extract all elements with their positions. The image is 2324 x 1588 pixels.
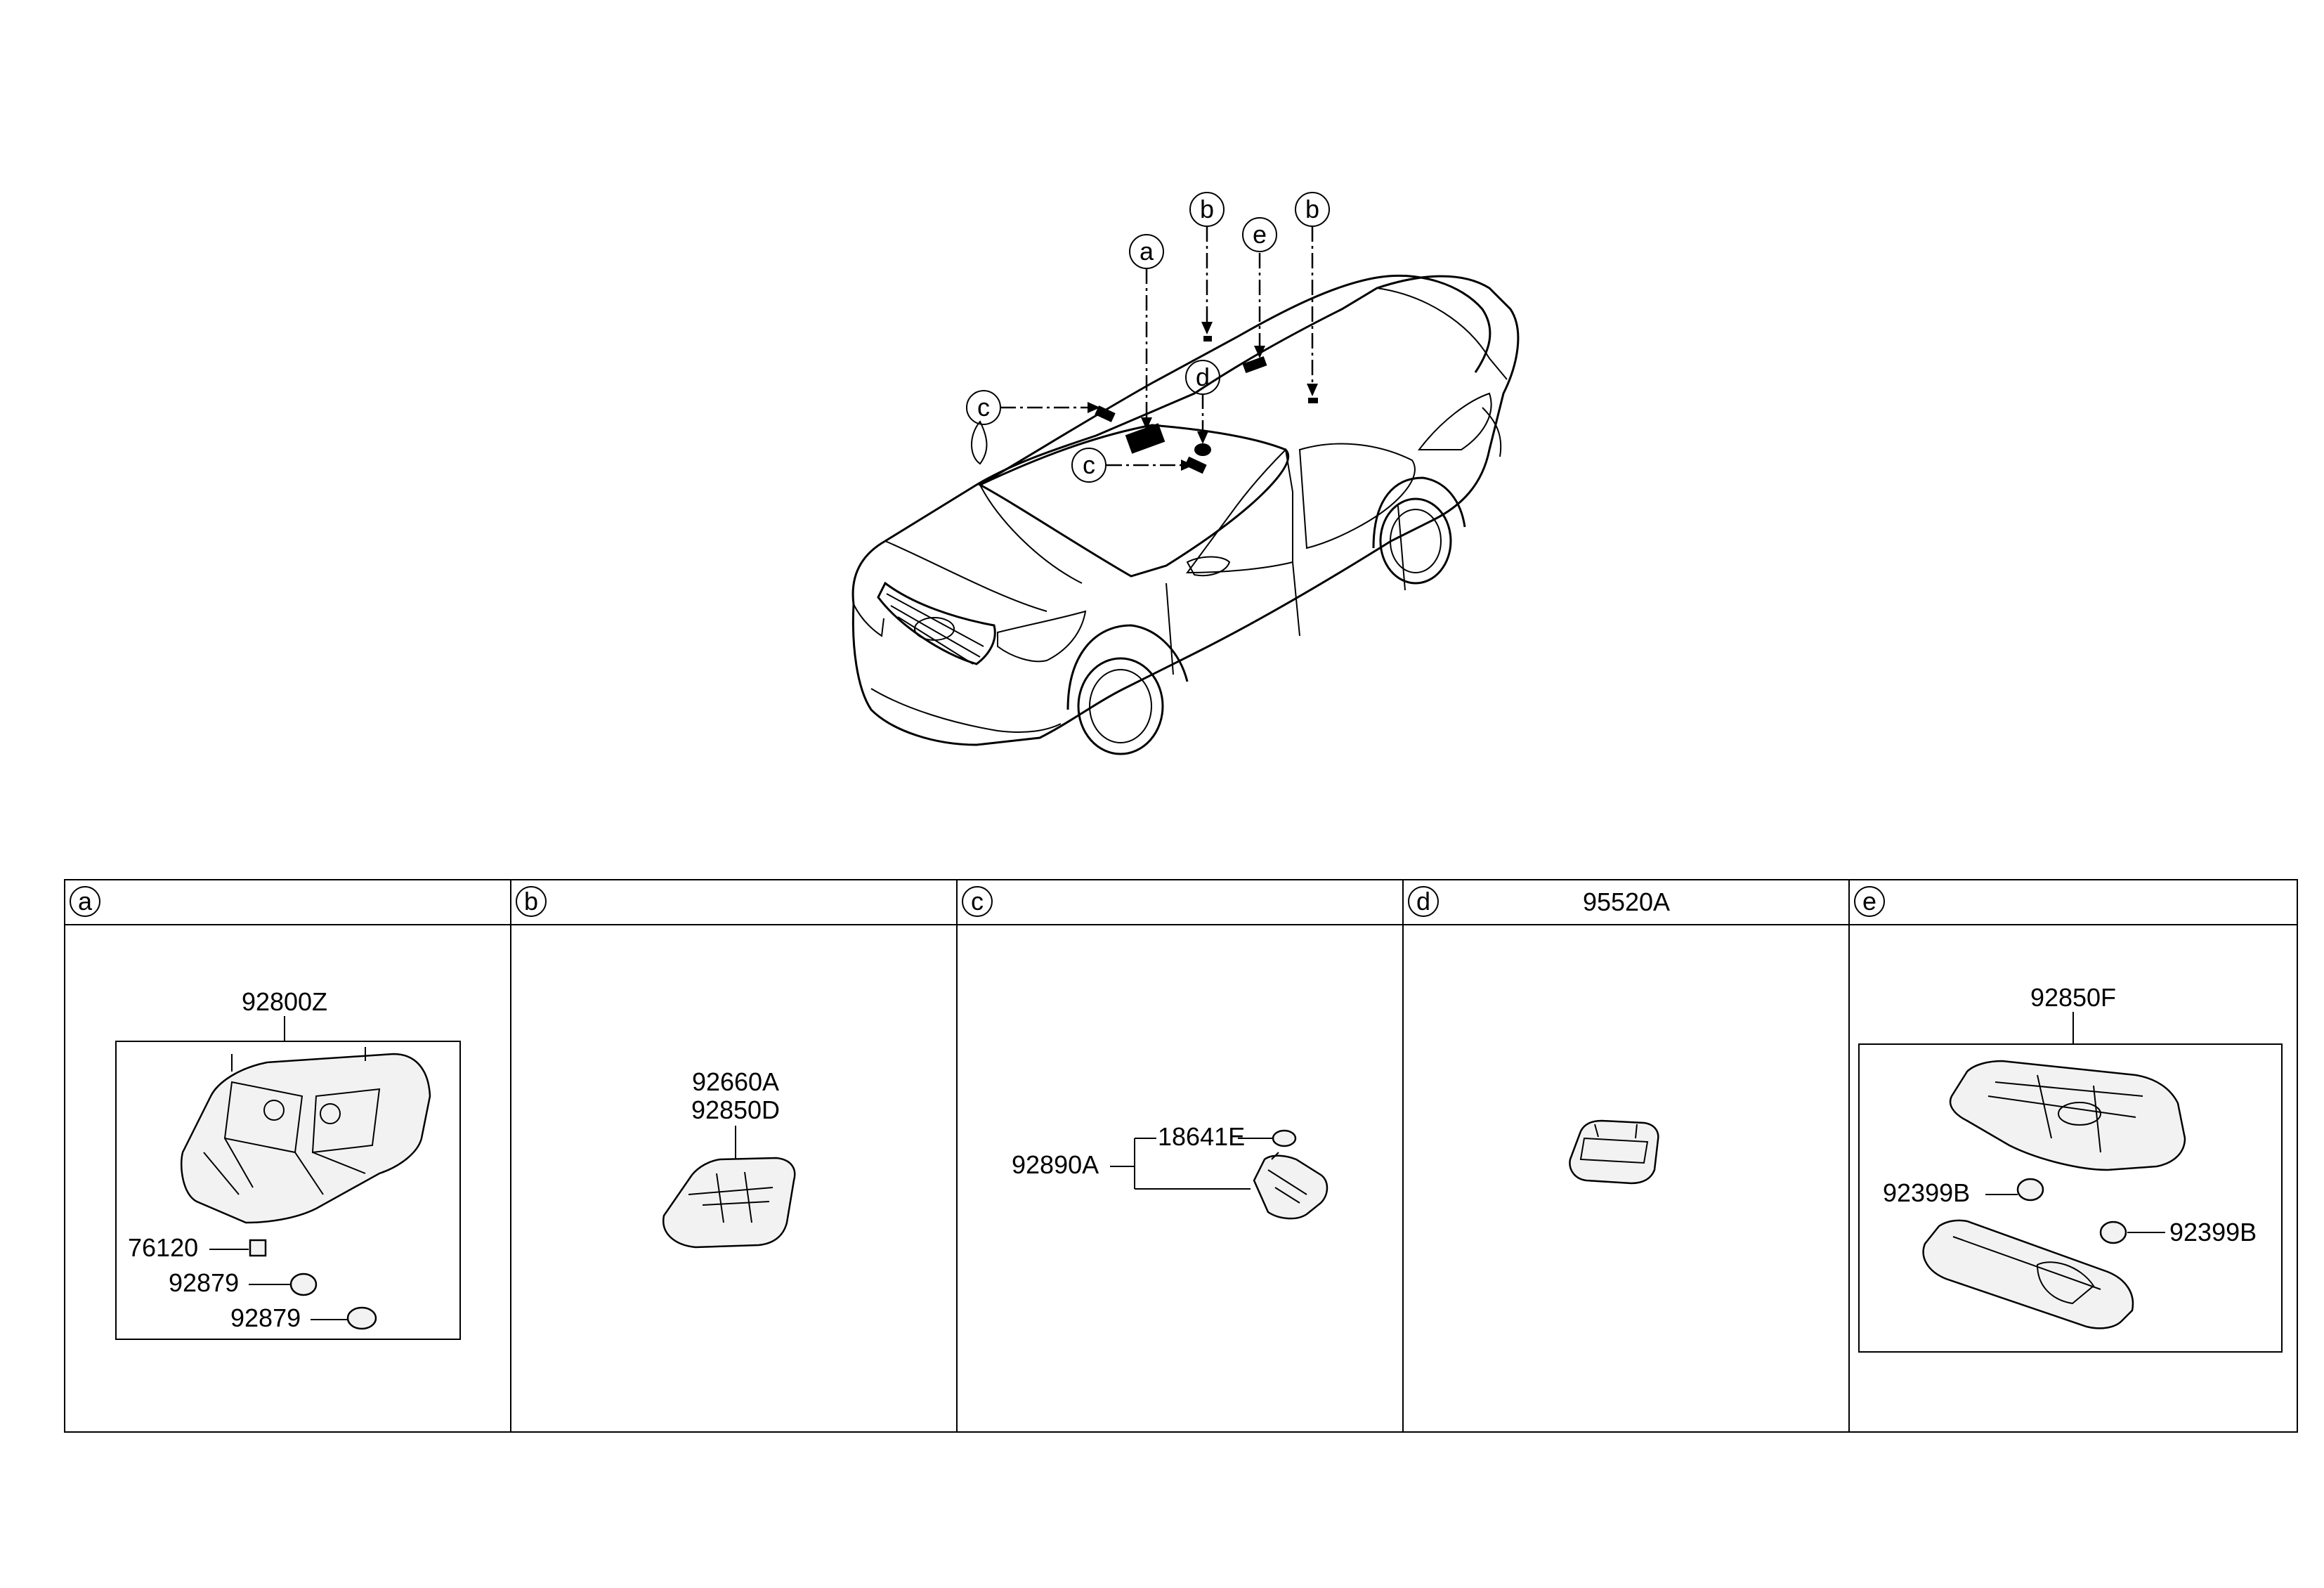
svg-text:a: a <box>78 887 93 916</box>
svg-text:e: e <box>1862 887 1876 916</box>
vanity-lamp-part <box>1253 1154 1329 1220</box>
section-header-e: e <box>1854 886 1885 917</box>
section-header-b: b <box>516 886 547 917</box>
personal-lamp-location-right <box>1308 398 1318 403</box>
vanity-lamp-left-location <box>1095 405 1116 422</box>
part-92850F-label: 92850F <box>2030 983 2116 1012</box>
svg-text:d: d <box>1196 363 1210 391</box>
callout-c-upper: c <box>966 390 1001 425</box>
callout-d-top: d <box>1185 360 1220 395</box>
svg-text:b: b <box>1200 195 1214 223</box>
room-lamp-housing <box>1949 1060 2186 1171</box>
overhead-console-location <box>1125 423 1166 454</box>
clip-92879-1 <box>289 1273 318 1296</box>
section-header-a: a <box>70 886 100 917</box>
section-e-content: 92850F 92399B 92399B <box>1858 983 2283 1353</box>
svg-text:d: d <box>1416 887 1430 916</box>
bulb-18641E <box>1272 1129 1297 1147</box>
part-92800Z-label: 92800Z <box>242 987 327 1016</box>
part-92399B-label-left: 92399B <box>1883 1178 1970 1207</box>
section-d-content <box>1569 1119 1659 1185</box>
room-lamp-location <box>1242 356 1267 374</box>
callout-c-lower: c <box>1071 448 1106 483</box>
sensor-location <box>1194 443 1211 456</box>
svg-text:b: b <box>1305 195 1319 223</box>
clip-92879-2 <box>346 1306 377 1330</box>
personal-lamp-location-left <box>1203 336 1212 341</box>
part-92850D-label: 92850D <box>691 1095 780 1124</box>
part-92399B-label-right: 92399B <box>2169 1218 2257 1247</box>
room-lamp-lens <box>1922 1219 2134 1329</box>
leader-lines <box>1000 226 1318 471</box>
section-header-c: c <box>962 886 993 917</box>
car-illustration <box>851 275 1520 755</box>
section-b-content: 92660A 92850D <box>662 1067 796 1249</box>
svg-text:e: e <box>1253 220 1267 249</box>
callout-b-top-right: b <box>1295 192 1330 227</box>
part-92890A-label: 92890A <box>1012 1150 1099 1179</box>
sensor-part-95520A <box>1569 1119 1659 1185</box>
part-92660A-label: 92660A <box>692 1067 779 1096</box>
svg-text:b: b <box>524 887 538 916</box>
callout-e-top: e <box>1242 217 1277 252</box>
section-a-content: 92800Z 76120 92879 92879 <box>115 987 461 1340</box>
part-92879-label-1: 92879 <box>169 1268 239 1297</box>
section-header-d: d 95520A <box>1408 886 1670 917</box>
parts-table <box>64 879 2298 1433</box>
svg-text:c: c <box>971 887 984 916</box>
section-d-part-number: 95520A <box>1583 887 1670 916</box>
part-76120-label: 76120 <box>128 1233 198 1262</box>
overhead-console-part <box>180 1053 431 1224</box>
personal-lamp-part <box>662 1157 796 1249</box>
svg-text:c: c <box>977 393 990 422</box>
bulb-92399B-left <box>2016 1178 2044 1202</box>
callout-b-top-left: b <box>1189 192 1225 227</box>
bulb-76120 <box>249 1239 267 1257</box>
part-18641E-label: 18641E <box>1158 1122 1245 1151</box>
section-c-content: 92890A 18641E <box>1012 1122 1329 1220</box>
svg-text:a: a <box>1140 237 1154 266</box>
callout-a-top: a <box>1129 234 1164 269</box>
svg-text:c: c <box>1083 450 1095 479</box>
bulb-92399B-right <box>2099 1221 2127 1244</box>
part-92879-label-2: 92879 <box>230 1303 301 1332</box>
vanity-lamp-right-location <box>1184 456 1207 474</box>
